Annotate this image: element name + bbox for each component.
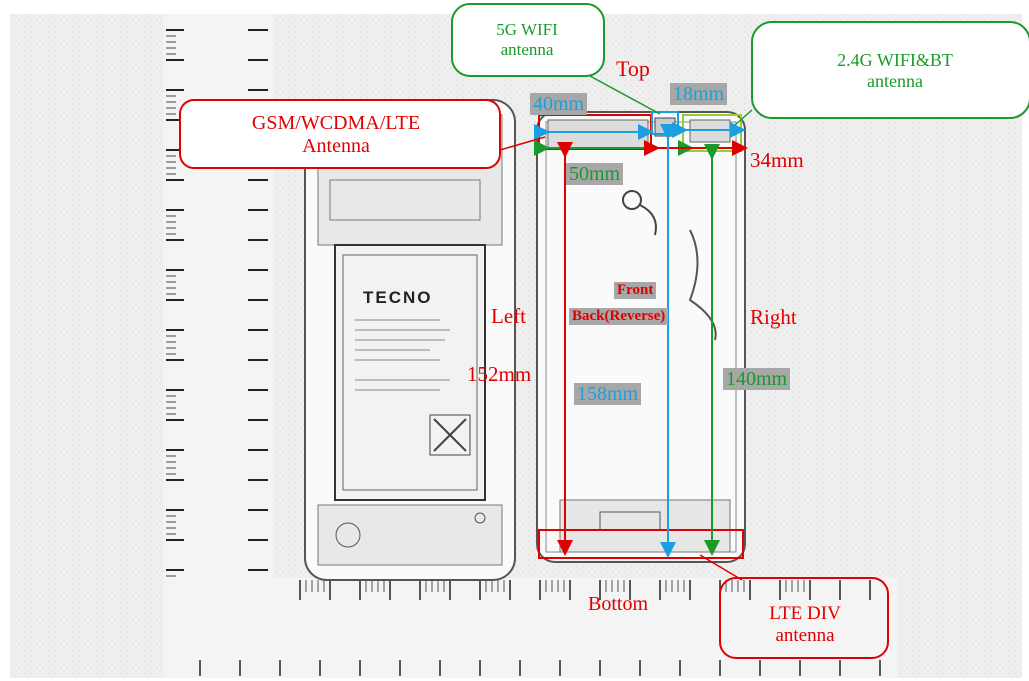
- left-label: Left: [491, 304, 526, 328]
- dim-18-label: 18mm: [670, 83, 728, 105]
- right-label: Right: [750, 305, 797, 329]
- dim-50-label: 50mm: [566, 163, 624, 185]
- dim-34-label: 34mm: [750, 148, 804, 172]
- wifi5g-label: 5G WIFI antenna: [496, 20, 558, 59]
- phone-front-view: [536, 111, 746, 563]
- wifi5g-callout-box: [451, 3, 605, 77]
- wifi24-callout-box: [751, 21, 1029, 119]
- gsm-callout-box: [179, 99, 501, 169]
- gsm-label: GSM/WCDMA/LTE Antenna: [251, 112, 421, 157]
- front-label: Front: [614, 282, 657, 299]
- dim-40-label: 40mm: [530, 93, 588, 115]
- dim-158-label: 158mm: [574, 383, 642, 405]
- wifi24-label: 2.4G WIFI&BT antenna: [837, 50, 953, 91]
- bottom-label: Bottom: [588, 593, 649, 615]
- top-label: Top: [616, 56, 650, 81]
- ltediv-callout-box: [719, 577, 889, 659]
- ltediv-antenna-region: [538, 529, 744, 559]
- back-label: Back(Reverse): [569, 308, 669, 325]
- phone-back-view: [304, 99, 516, 581]
- horizontal-ruler: [163, 578, 898, 678]
- battery-brand: TECNO: [363, 288, 433, 307]
- ltediv-label: LTE DIV antenna: [769, 603, 841, 646]
- dim-140-label: 140mm: [723, 368, 791, 390]
- dim-152-label: 152mm: [467, 362, 532, 386]
